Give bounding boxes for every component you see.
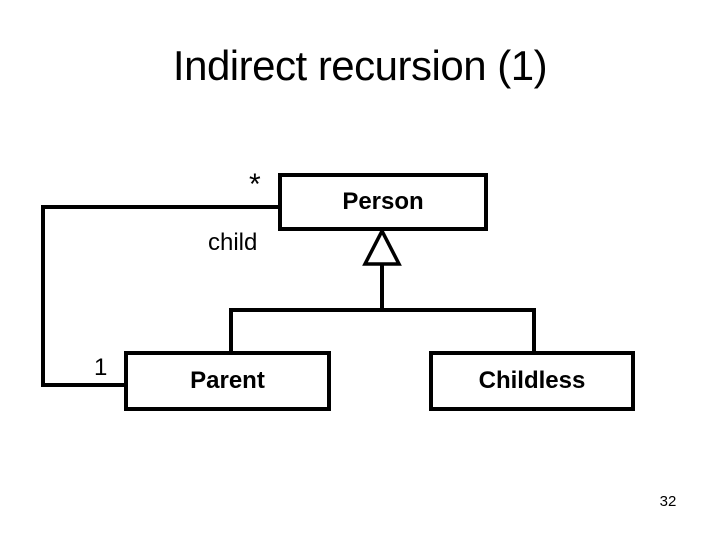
class-box-parent: Parent — [124, 351, 331, 411]
class-label-childless: Childless — [478, 367, 586, 394]
association-role-label: child — [208, 229, 258, 256]
class-box-person: Person — [278, 173, 488, 231]
multiplicity-many-label: * — [249, 168, 261, 201]
generalization-drop-line-childless — [532, 308, 536, 353]
class-box-childless: Childless — [429, 351, 635, 411]
page-number: 32 — [659, 493, 677, 510]
generalization-triangle-icon — [362, 228, 402, 266]
generalization-drop-line-parent — [229, 308, 233, 353]
association-line-vertical-segment — [41, 205, 45, 387]
class-label-parent: Parent — [190, 367, 265, 394]
association-line-top-segment — [41, 205, 278, 209]
generalization-stem-line — [380, 263, 384, 311]
slide-title: Indirect recursion (1) — [172, 42, 548, 89]
association-line-bottom-segment — [41, 383, 124, 387]
class-label-person: Person — [342, 188, 424, 215]
generalization-horizontal-line — [229, 308, 536, 312]
multiplicity-one-label: 1 — [94, 354, 108, 381]
